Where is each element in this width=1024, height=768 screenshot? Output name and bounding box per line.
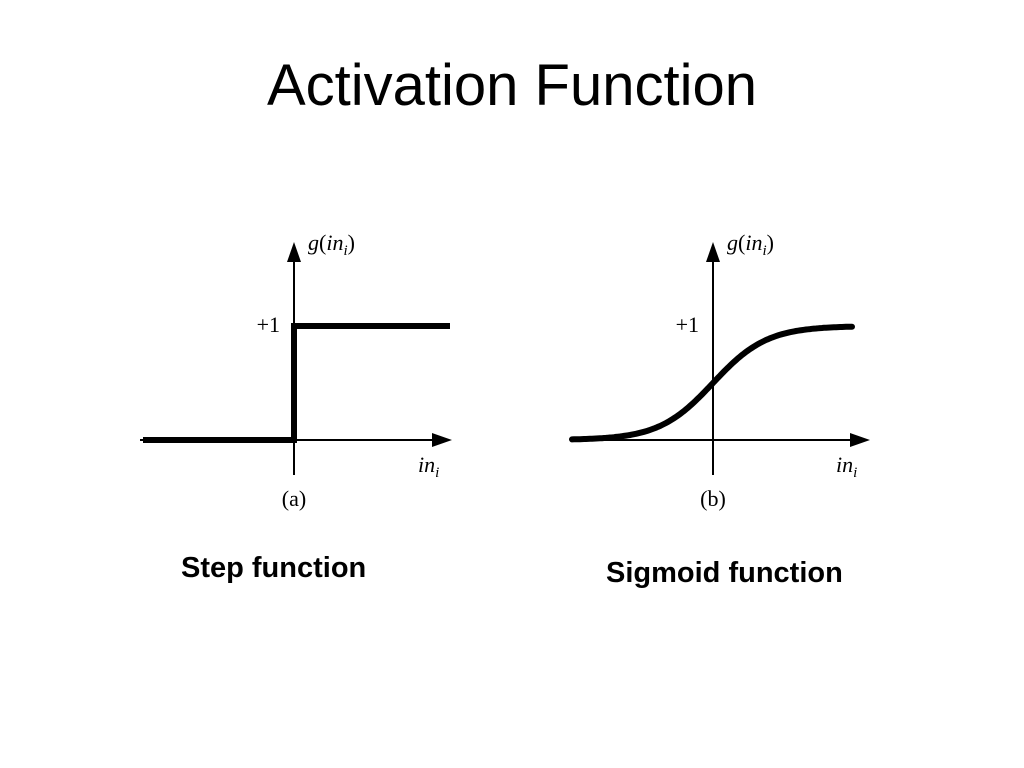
y-axis-arrowhead bbox=[706, 242, 720, 262]
sigmoid-function-plot: g(ini) +1 ini (b) bbox=[569, 230, 870, 511]
step-function-caption: Step function bbox=[181, 552, 367, 584]
y-tick-label: +1 bbox=[257, 312, 280, 337]
sigmoid-curve bbox=[569, 323, 855, 443]
y-tick-label: +1 bbox=[676, 312, 699, 337]
panel-label: (b) bbox=[700, 486, 726, 511]
panel-label: (a) bbox=[282, 486, 306, 511]
x-axis-arrowhead bbox=[432, 433, 452, 447]
y-axis-arrowhead bbox=[287, 242, 301, 262]
x-axis-arrowhead bbox=[850, 433, 870, 447]
y-axis-label: g(ini) bbox=[727, 230, 774, 259]
y-axis-label: g(ini) bbox=[308, 230, 355, 259]
x-axis-label: ini bbox=[418, 452, 439, 481]
x-axis-label: ini bbox=[836, 452, 857, 481]
sigmoid-function-caption: Sigmoid function bbox=[606, 557, 843, 589]
slide-title: Activation Function bbox=[266, 53, 758, 118]
step-function-plot: g(ini) +1 ini (a) bbox=[140, 230, 452, 511]
step-curve bbox=[143, 323, 450, 443]
